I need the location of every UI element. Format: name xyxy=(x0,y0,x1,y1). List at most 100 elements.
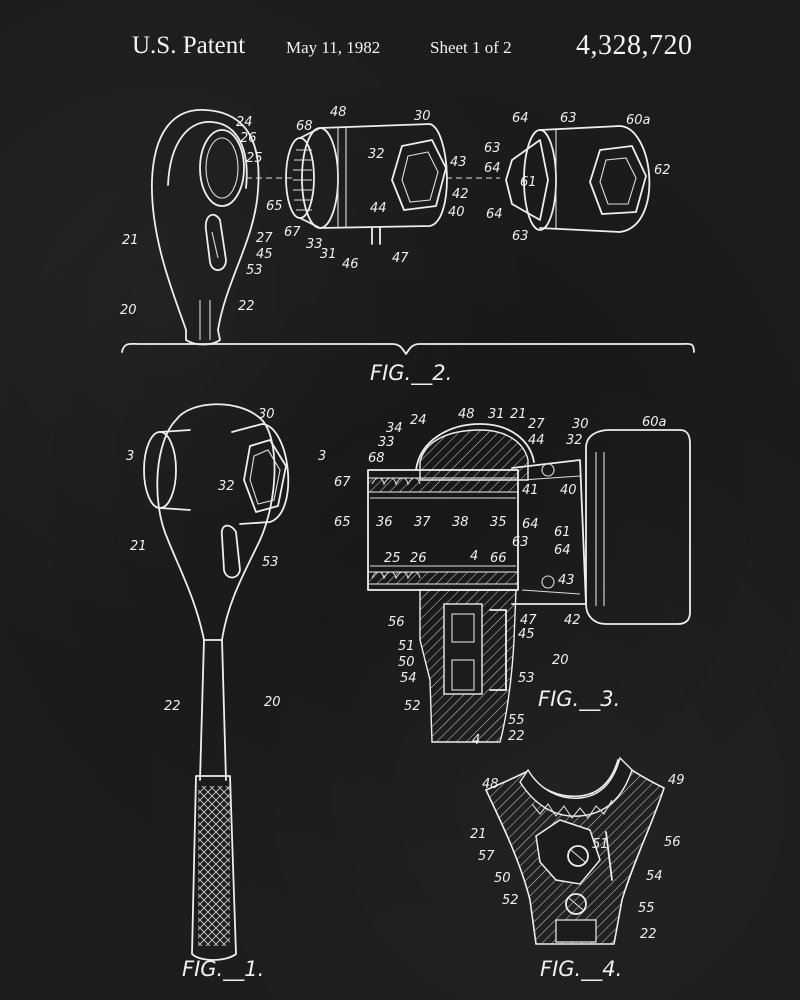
ref-label: 55 xyxy=(508,713,525,728)
patent-number: 4,328,720 xyxy=(576,30,693,61)
fig1-shaft xyxy=(199,639,227,781)
ref-label: 45 xyxy=(518,627,535,642)
ref-label: 32 xyxy=(368,147,385,162)
ref-label: 22 xyxy=(238,299,255,314)
fig1-drawing xyxy=(143,403,290,961)
fig1-wrench-head xyxy=(156,403,276,641)
fig3-socket xyxy=(585,429,691,625)
ref-label: 52 xyxy=(502,893,519,908)
ref-label: 68 xyxy=(368,451,385,466)
ref-label: 64 xyxy=(522,517,539,532)
fig4-reference-numerals: 48 49 21 56 57 51 50 54 52 55 22 xyxy=(470,773,685,942)
ref-label: 63 xyxy=(512,229,529,244)
fig3-drawing xyxy=(367,423,691,743)
ref-label: 50 xyxy=(398,655,415,670)
ref-label: 4 xyxy=(472,733,480,748)
ref-label: 60a xyxy=(642,415,667,430)
ref-label: 34 xyxy=(386,421,403,436)
ref-label: 41 xyxy=(522,483,539,498)
ref-label: 22 xyxy=(640,927,657,942)
ref-label: 22 xyxy=(164,699,181,714)
fig2-caption: FIG.__2. xyxy=(370,361,452,386)
ref-label: 35 xyxy=(490,515,507,530)
ref-label: 31 xyxy=(320,247,337,262)
ref-label: 60a xyxy=(626,113,651,128)
ref-label: 30 xyxy=(258,407,275,422)
fig2-drive-body xyxy=(319,123,448,229)
ref-label: 45 xyxy=(256,247,273,262)
ref-label: 51 xyxy=(592,837,609,852)
ref-label: 36 xyxy=(376,515,393,530)
ref-label: 64 xyxy=(486,207,503,222)
ref-label: 50 xyxy=(494,871,511,886)
ref-label: 46 xyxy=(342,257,359,272)
ref-label: 56 xyxy=(664,835,681,850)
ref-label: 3 xyxy=(318,449,326,464)
ref-label: 47 xyxy=(520,613,537,628)
fig2-reference-numerals: 24 26 25 21 27 45 53 20 22 68 48 30 32 4… xyxy=(120,105,671,318)
fig4-caption: FIG.__4. xyxy=(540,957,622,982)
ref-label: 47 xyxy=(392,251,409,266)
ref-label: 48 xyxy=(458,407,475,422)
ref-label: 57 xyxy=(478,849,495,864)
ref-label: 56 xyxy=(388,615,405,630)
patent-date: May 11, 1982 xyxy=(286,38,381,57)
ref-label: 20 xyxy=(120,303,137,318)
ref-label: 48 xyxy=(330,105,347,120)
ref-label: 43 xyxy=(450,155,467,170)
ref-label: 67 xyxy=(334,475,351,490)
ref-label: 43 xyxy=(558,573,575,588)
fig2-drawing xyxy=(151,109,651,346)
ref-label: 30 xyxy=(572,417,589,432)
ref-label: 55 xyxy=(638,901,655,916)
ref-label: 44 xyxy=(370,201,387,216)
ref-label: 53 xyxy=(518,671,535,686)
ref-label: 4 xyxy=(470,549,478,564)
ref-label: 25 xyxy=(384,551,401,566)
fig2-socket-body xyxy=(539,125,651,233)
ref-label: 42 xyxy=(564,613,581,628)
ref-label: 64 xyxy=(512,111,529,126)
fig1-grip xyxy=(191,775,237,961)
ref-label: 27 xyxy=(256,231,273,246)
ref-label: 21 xyxy=(470,827,487,842)
ref-label: 20 xyxy=(264,695,281,710)
ref-label: 21 xyxy=(510,407,527,422)
fig3-caption: FIG.__3. xyxy=(538,687,620,712)
ref-label: 32 xyxy=(566,433,583,448)
ref-label: 63 xyxy=(512,535,529,550)
ref-label: 40 xyxy=(448,205,465,220)
ref-label: 61 xyxy=(520,175,537,190)
ref-label: 61 xyxy=(554,525,571,540)
ref-label: 27 xyxy=(528,417,545,432)
ref-label: 22 xyxy=(508,729,525,744)
ref-label: 54 xyxy=(646,869,663,884)
fig1-caption: FIG.__1. xyxy=(182,957,264,982)
ref-label: 54 xyxy=(400,671,417,686)
ref-label: 25 xyxy=(246,151,263,166)
ref-label: 68 xyxy=(296,119,313,134)
ref-label: 37 xyxy=(414,515,431,530)
ref-label: 38 xyxy=(452,515,469,530)
ref-label: 49 xyxy=(668,773,685,788)
fig1-reference-numerals: 30 3 3 32 21 53 22 20 xyxy=(126,407,326,714)
sheet-label: Sheet 1 of 2 xyxy=(430,38,512,57)
fig3-reference-numerals: 34 24 48 31 21 27 30 60a 33 44 32 68 67 … xyxy=(334,407,667,748)
patent-header: U.S. Patent May 11, 1982 Sheet 1 of 2 4,… xyxy=(0,30,800,70)
ref-label: 3 xyxy=(126,449,134,464)
ref-label: 21 xyxy=(130,539,147,554)
ref-label: 66 xyxy=(490,551,507,566)
ref-label: 31 xyxy=(488,407,505,422)
ref-label: 42 xyxy=(452,187,469,202)
ref-label: 51 xyxy=(398,639,415,654)
ref-label: 64 xyxy=(484,161,501,176)
fig2-wrench-head xyxy=(151,109,260,331)
fig2-brace xyxy=(121,342,695,355)
patent-label: U.S. Patent xyxy=(132,32,246,59)
ref-label: 33 xyxy=(306,237,323,252)
ref-label: 48 xyxy=(482,777,499,792)
ref-label: 20 xyxy=(552,653,569,668)
ref-label: 21 xyxy=(122,233,139,248)
ref-label: 53 xyxy=(262,555,279,570)
ref-label: 64 xyxy=(554,543,571,558)
